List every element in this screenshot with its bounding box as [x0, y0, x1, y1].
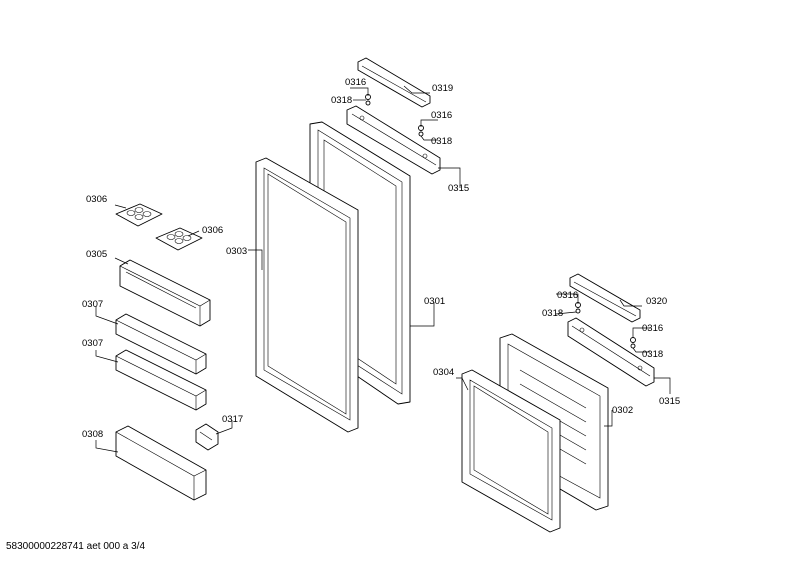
label-0318-b: 0318	[431, 136, 452, 147]
screw-lower-b	[630, 337, 636, 349]
small-clip-part	[195, 423, 219, 451]
label-0302: 0302	[612, 405, 633, 416]
label-0319: 0319	[432, 83, 453, 94]
label-0316-a: 0316	[345, 77, 366, 88]
document-footer: 58300000228741 aet 000 a 3/4	[6, 541, 146, 552]
top-hinge-cover-lower	[569, 273, 641, 323]
label-0318-a: 0318	[331, 95, 352, 106]
leader-lines	[95, 85, 671, 453]
door-shelf-upper	[115, 313, 207, 375]
door-shelf-lower	[115, 349, 207, 411]
lower-door-gasket	[461, 369, 561, 533]
label-0307-b: 0307	[82, 338, 103, 349]
covered-shelf	[119, 259, 211, 327]
top-hinge-cover-upper	[357, 57, 431, 108]
label-0307-a: 0307	[82, 299, 103, 310]
label-0315-b: 0315	[659, 396, 680, 407]
label-0306-b: 0306	[202, 225, 223, 236]
label-0317: 0317	[222, 414, 243, 425]
label-0306-a: 0306	[86, 194, 107, 205]
egg-tray-lower	[155, 227, 203, 251]
hinge-bracket-lower	[567, 317, 655, 387]
screw-upper-a	[365, 94, 371, 106]
label-0318-c: 0318	[542, 308, 563, 319]
label-0316-b: 0316	[431, 110, 452, 121]
label-0303: 0303	[226, 246, 247, 257]
egg-tray-upper	[115, 203, 163, 227]
label-0308: 0308	[82, 429, 103, 440]
label-0316-c: 0316	[557, 290, 578, 301]
hinge-bracket-upper	[346, 105, 441, 175]
label-0305: 0305	[86, 249, 107, 260]
label-0320: 0320	[646, 296, 667, 307]
bottle-shelf	[115, 425, 207, 501]
label-0304: 0304	[433, 367, 454, 378]
screw-upper-b	[418, 125, 424, 137]
part-labels: 0319 0316 0318 0316 0318 0315 0306 0306 …	[82, 77, 680, 440]
label-0301: 0301	[424, 296, 445, 307]
label-0315-a: 0315	[448, 183, 469, 194]
label-0318-d: 0318	[642, 349, 663, 360]
upper-door-gasket	[255, 157, 359, 433]
screw-lower-a	[575, 302, 581, 314]
label-0316-d: 0316	[642, 323, 663, 334]
